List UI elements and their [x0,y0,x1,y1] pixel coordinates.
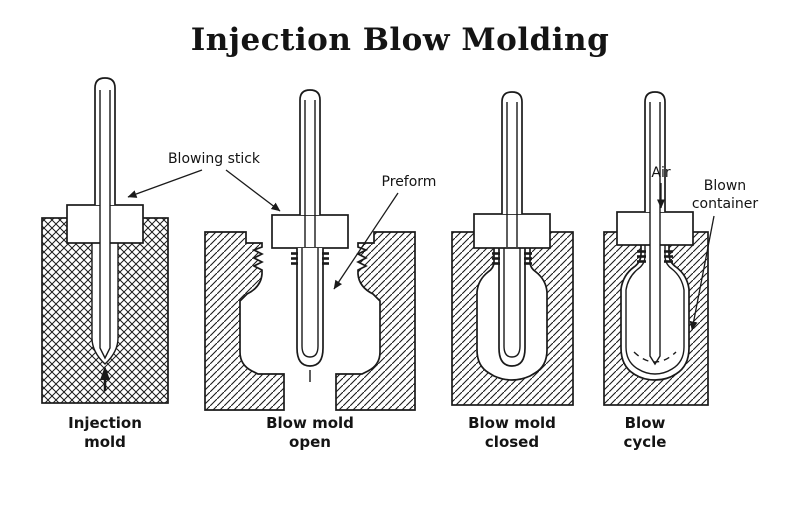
blowing-stick [299,89,321,215]
leader-arrow-blowing-stick-right [225,169,281,212]
leader-arrow-preform [333,192,399,290]
blown-container-wall [625,232,685,375]
label-blown-container-line1: Blown [704,178,746,194]
mold-half-right [335,231,416,411]
caption-injection-mold-line1: Injection [68,414,142,432]
air-forming-dashes [633,351,677,363]
mold-half-left [204,231,285,411]
figure-blow-cycle [603,91,709,406]
stick-air-channel [649,102,661,366]
leader-arrow-blowing-stick-left [127,169,203,198]
caption-blow-mold-open-line2: open [289,433,331,451]
caption-blow-mold-open-line1: Blow mold [266,414,354,432]
preform-thread-marks [492,252,532,265]
label-blown-container-line2: container [692,196,759,212]
label-air: Air [651,165,670,181]
label-blowing-stick: Blowing stick [168,151,261,167]
stick-air-channel [304,100,316,247]
figure-injection-mold [41,77,169,404]
caption-blow-cycle-line1: Blow [625,414,666,432]
caption-injection-mold-line2: mold [84,433,126,451]
stick-air-channel [506,102,518,247]
blowing-stick [501,91,523,214]
preform-inner-wall [503,248,521,358]
stick-collar [473,213,551,249]
stick-air-channel [99,90,111,360]
label-preform: Preform [382,174,437,190]
caption-blow-mold-closed-line2: closed [485,433,539,451]
stage-captions: Injection mold Blow mold open Blow mold … [68,414,666,451]
preform-thread-marks [291,252,329,265]
callouts: Blowing stick Preform Air Blown containe… [127,151,759,331]
container-thread-marks [637,250,673,263]
leader-arrow-blown-container [689,215,715,331]
stick-collar [271,214,349,249]
injection-gate-arrow-icon [100,366,110,380]
figure-blow-mold-closed [451,91,574,406]
caption-blow-cycle-line2: cycle [624,433,667,451]
caption-blow-mold-closed-line1: Blow mold [468,414,556,432]
figure-blow-mold-open [204,89,416,411]
page-title: Injection Blow Molding [191,22,610,58]
preform-inner-wall [301,248,319,358]
